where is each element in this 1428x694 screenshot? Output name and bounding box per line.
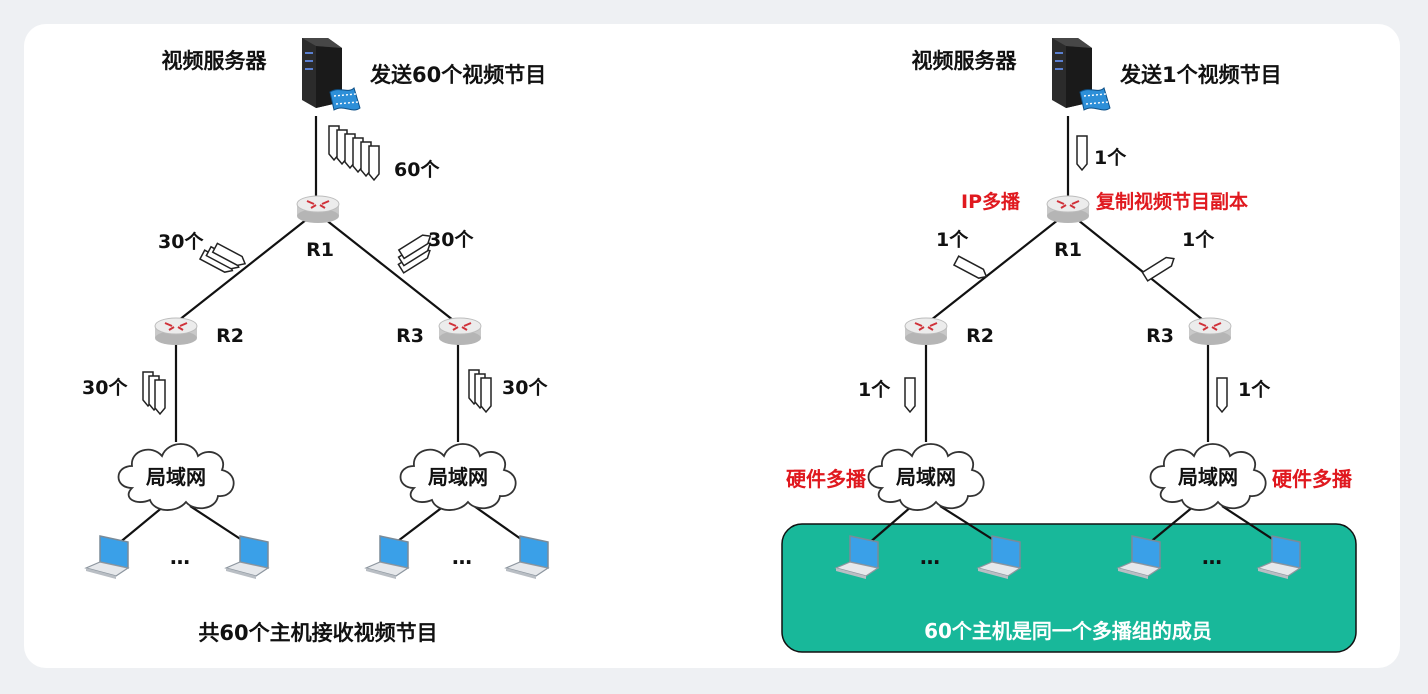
ip-multicast-label: IP多播 — [961, 190, 1021, 213]
lan-label: 局域网 — [1177, 465, 1238, 489]
r1-count-label: 1个 — [1094, 147, 1127, 169]
laptop-icon — [505, 535, 549, 580]
packet-stack-60-icon — [328, 125, 380, 181]
packet-stack-r2lan-icon — [142, 371, 166, 415]
multicast-diagram: 视频服务器 发送60个视频节目 60个 R1 30个 30个 R2 R3 30个… — [82, 38, 1357, 653]
packet-stack-r3lan-icon — [468, 369, 492, 413]
router-r1-label: R1 — [306, 239, 334, 261]
router-r1-icon — [1046, 195, 1090, 224]
hardware-multicast-label: 硬件多播 — [1272, 467, 1353, 491]
ellipsis: … — [170, 545, 190, 569]
r1r2-count-label: 1个 — [936, 229, 969, 251]
router-r2-icon — [904, 317, 948, 346]
r1r2-count-label: 30个 — [158, 231, 204, 253]
ellipsis: … — [1202, 545, 1222, 569]
packet-icon — [1076, 135, 1088, 171]
packet-icon — [953, 255, 990, 282]
r2-lan-count-label: 1个 — [858, 379, 891, 401]
router-r3-label: R3 — [396, 325, 424, 347]
router-r2-label: R2 — [216, 325, 244, 347]
film-strip-icon — [1079, 87, 1111, 111]
r1-count-label: 60个 — [394, 159, 440, 181]
send-label: 发送1个视频节目 — [1119, 63, 1282, 87]
server-label: 视频服务器 — [162, 49, 268, 73]
hardware-multicast-label: 硬件多播 — [786, 467, 867, 491]
laptop-icon — [365, 535, 409, 580]
r1r3-count-label: 1个 — [1182, 229, 1215, 251]
film-strip-icon — [329, 87, 361, 111]
ellipsis: … — [920, 545, 940, 569]
router-r3-icon — [438, 317, 482, 346]
send-label: 发送60个视频节目 — [369, 63, 546, 87]
r3-lan-count-label: 1个 — [1238, 379, 1271, 401]
r2-lan-count-label: 30个 — [82, 377, 128, 399]
left-caption: 共60个主机接收视频节目 — [198, 621, 437, 645]
left-diagram: 视频服务器 发送60个视频节目 60个 R1 30个 30个 R2 R3 30个… — [82, 38, 549, 645]
r1r3-count-label: 30个 — [428, 229, 474, 251]
laptop-icon — [225, 535, 269, 580]
right-diagram: 视频服务器 发送1个视频节目 1个 IP多播 复制视频节目副本 R1 1个 1个… — [781, 38, 1357, 653]
multicast-group-box — [781, 523, 1357, 653]
packet-icon — [1141, 253, 1178, 282]
router-r1-label: R1 — [1054, 239, 1082, 261]
packet-icon — [1216, 377, 1228, 413]
packet-icon — [904, 377, 916, 413]
laptop-icon — [85, 535, 129, 580]
lan-label: 局域网 — [427, 465, 488, 489]
diagram-card: 视频服务器 发送60个视频节目 60个 R1 30个 30个 R2 R3 30个… — [24, 24, 1400, 668]
lan-label: 局域网 — [895, 465, 956, 489]
group-caption: 60个主机是同一个多播组的成员 — [924, 619, 1212, 643]
lan-label: 局域网 — [145, 465, 206, 489]
ellipsis: … — [452, 545, 472, 569]
copy-label: 复制视频节目副本 — [1095, 190, 1248, 213]
router-r3-icon — [1188, 317, 1232, 346]
server-label: 视频服务器 — [912, 49, 1018, 73]
router-r2-icon — [154, 317, 198, 346]
router-r1-icon — [296, 195, 340, 224]
router-r3-label: R3 — [1146, 325, 1174, 347]
r3-lan-count-label: 30个 — [502, 377, 548, 399]
router-r2-label: R2 — [966, 325, 994, 347]
